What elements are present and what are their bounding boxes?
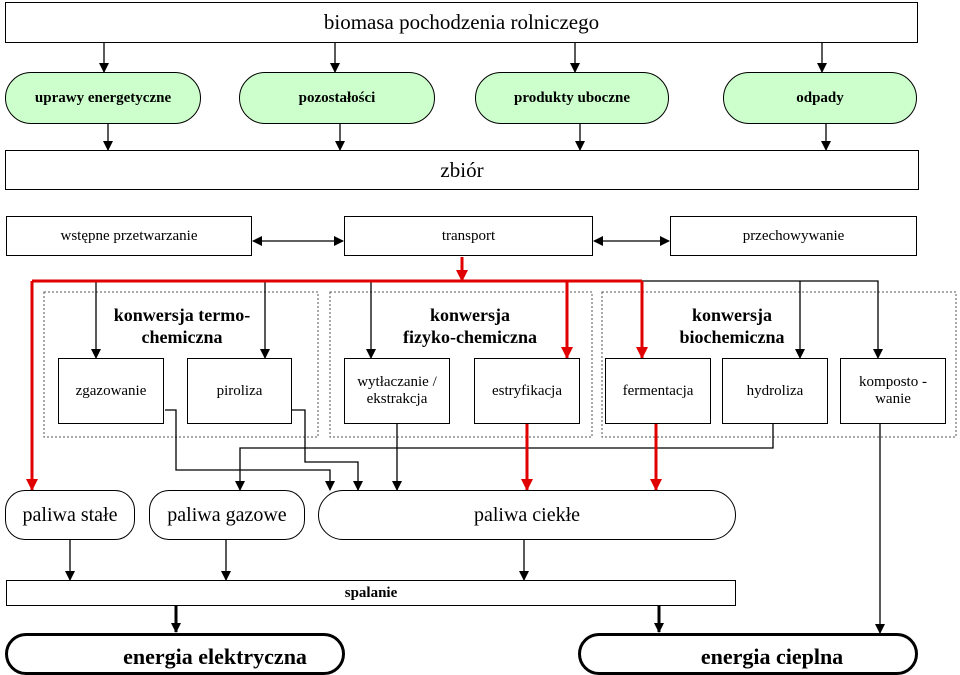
fuel-label: paliwa stałe	[22, 503, 118, 526]
step-preprocessing: wstępne przetwarzanie	[6, 216, 252, 256]
step-label: przechowywanie	[742, 227, 845, 244]
process-hydrolysis: hydroliza	[722, 358, 828, 424]
fuel-liquid: paliwa ciekłe	[318, 490, 736, 540]
step-transport: transport	[344, 216, 593, 256]
group-title-physico: konwersja fizyko-chemiczna	[403, 305, 537, 347]
process-label: hydroliza	[746, 382, 804, 399]
group-title-bio: konwersja biochemiczna	[679, 305, 785, 347]
source-category-energy-crops: uprawy energetyczne	[5, 72, 201, 124]
source-category-label: odpady	[796, 89, 844, 106]
group-title-thermo: konwersja termo- chemiczna	[113, 305, 251, 347]
source-category-residues: pozostałości	[239, 72, 435, 124]
output-label: energia elektryczna	[123, 644, 307, 669]
process-label: komposto - wanie	[859, 374, 927, 407]
fuel-label: paliwa ciekłe	[473, 503, 581, 526]
output-label: energia cieplna	[700, 644, 844, 669]
process-label: zgazowanie	[75, 382, 147, 399]
process-label: piroliza	[216, 382, 263, 399]
process-gasification: zgazowanie	[58, 358, 164, 424]
source-category-byproducts: produkty uboczne	[475, 72, 669, 124]
process-extraction: wytłaczanie / ekstrakcja	[344, 358, 450, 424]
source-category-label: pozostałości	[298, 89, 376, 106]
source-category-label: uprawy energetyczne	[34, 89, 172, 106]
group-frame-physico	[329, 291, 593, 438]
source-category-label: produkty uboczne	[513, 89, 630, 106]
collection-label: zbiór	[440, 157, 484, 182]
fuel-label: paliwa gazowe	[167, 503, 287, 526]
process-label: fermentacja	[622, 382, 694, 399]
collection-box: zbiór	[5, 150, 919, 190]
process-pyrolysis: piroliza	[187, 358, 292, 424]
process-esterification: estryfikacja	[474, 358, 580, 424]
output-heat-energy: energia cieplna	[578, 633, 918, 675]
process-label: estryfikacja	[492, 382, 562, 399]
combustion-label: spalanie	[344, 584, 398, 601]
process-fermentation: fermentacja	[605, 358, 711, 424]
group-frame-thermo	[43, 291, 319, 438]
process-label: wytłaczanie / ekstrakcja	[357, 374, 437, 407]
group-frame-bio	[601, 291, 957, 438]
step-label: wstępne przetwarzanie	[60, 227, 198, 244]
step-storage: przechowywanie	[670, 216, 917, 256]
fuel-gaseous: paliwa gazowe	[149, 490, 305, 540]
output-electric-energy: energia elektryczna	[5, 633, 345, 675]
source-category-waste: odpady	[723, 72, 917, 124]
step-label: transport	[441, 227, 496, 244]
source-label: biomasa pochodzenia rolniczego	[323, 10, 600, 34]
combustion-box: spalanie	[6, 580, 736, 606]
fuel-solid: paliwa stałe	[5, 490, 135, 540]
process-composting: komposto - wanie	[840, 358, 946, 424]
source-box: biomasa pochodzenia rolniczego	[5, 2, 918, 43]
